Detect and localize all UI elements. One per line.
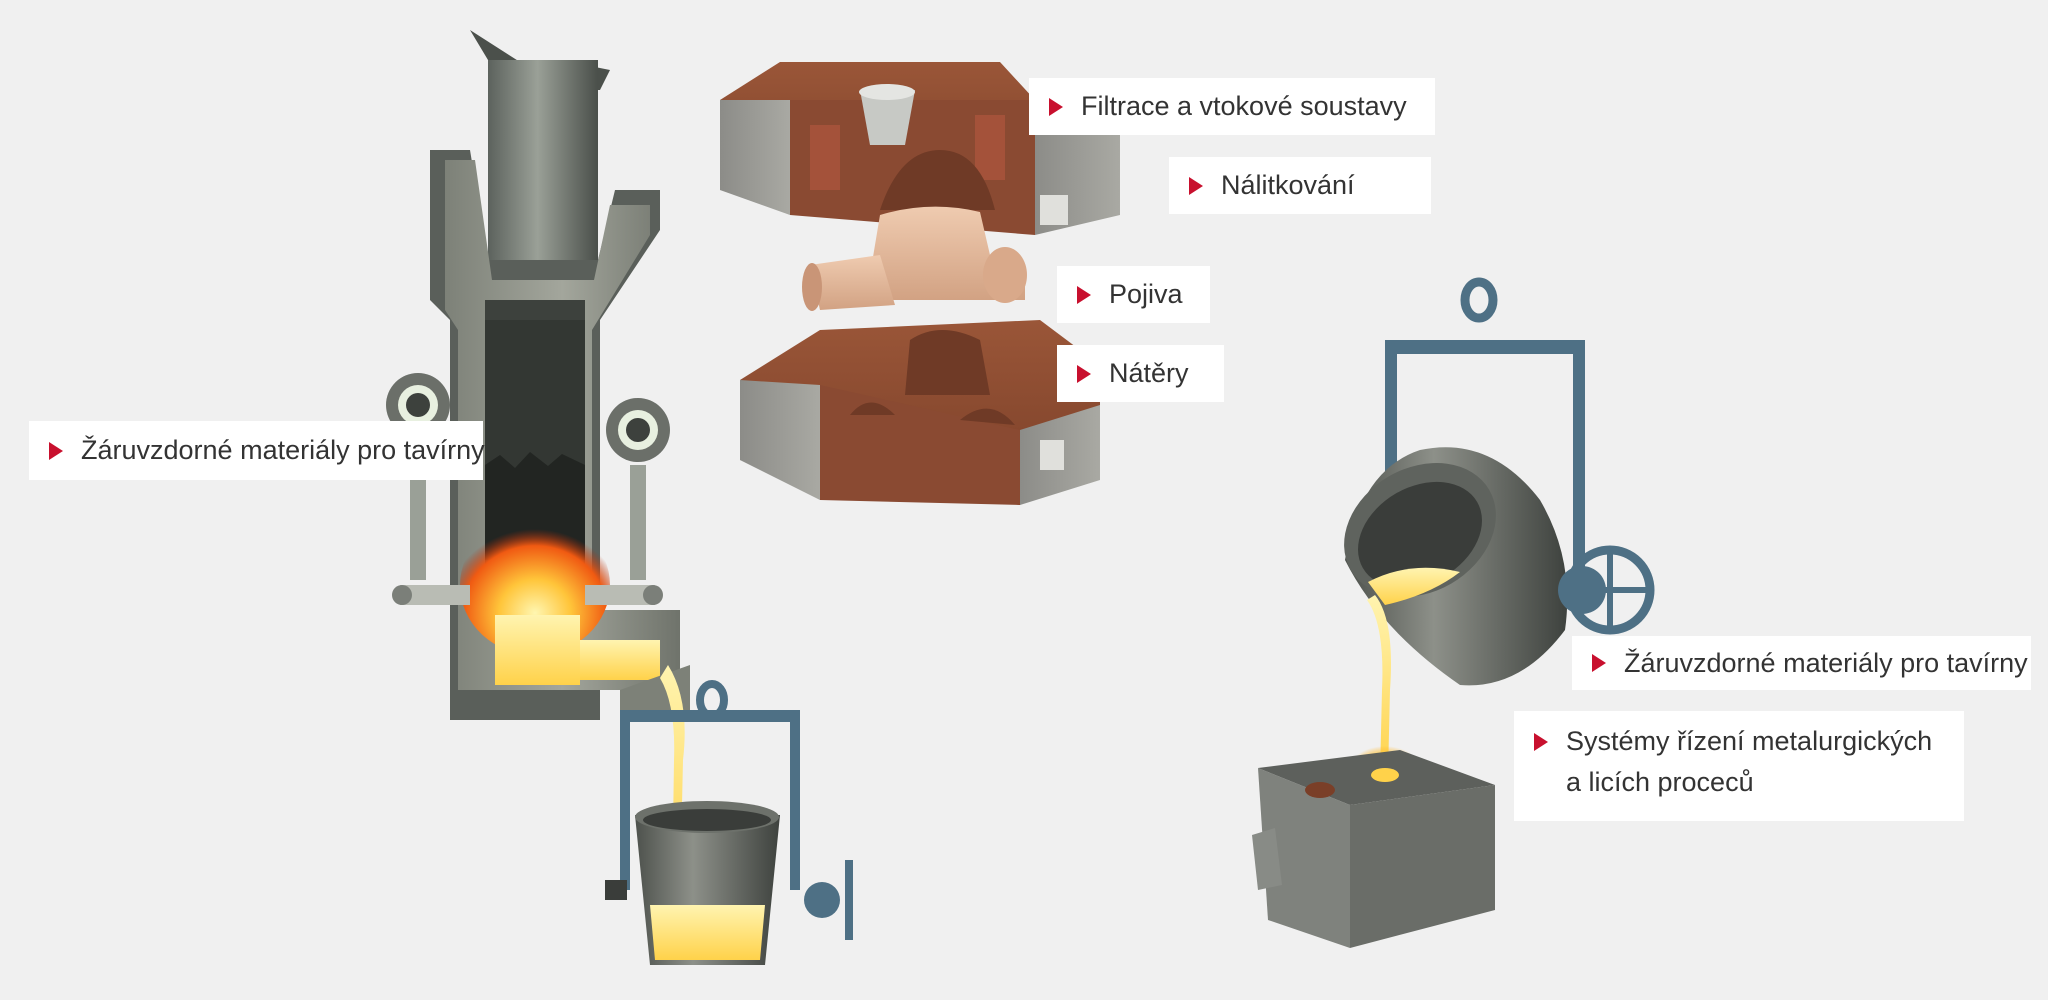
triangle-right-icon <box>1077 364 1091 383</box>
label-refractory-right: Žáruvzdorné materiály pro tavírny <box>1572 636 2031 690</box>
sand-core-icon <box>802 206 1027 311</box>
label-feeding: Nálitkování <box>1169 157 1431 214</box>
sand-mold-top-icon <box>720 62 1120 235</box>
label-coatings-text: Nátěry <box>1109 358 1189 388</box>
label-process-control: Systémy řízení metalurgických a licích p… <box>1514 711 1964 821</box>
molten-stream-right <box>1367 595 1391 775</box>
triangle-right-icon <box>1189 176 1203 195</box>
tilting-ladle-icon <box>1344 277 1655 686</box>
label-coatings: Nátěry <box>1057 345 1224 402</box>
triangle-right-icon <box>1077 285 1091 304</box>
triangle-right-icon <box>1534 733 1548 751</box>
triangle-right-icon <box>49 441 63 460</box>
label-binders: Pojiva <box>1057 266 1210 323</box>
label-refractory-left-text: Žáruvzdorné materiály pro tavírny <box>81 435 485 465</box>
label-process-control-text: Systémy řízení metalurgických a licích p… <box>1566 726 1933 797</box>
casting-ladle-icon <box>605 680 853 965</box>
label-filtration: Filtrace a vtokové soustavy <box>1029 78 1435 135</box>
mold-box-icon <box>1252 750 1495 948</box>
triangle-right-icon <box>1592 654 1606 672</box>
label-filtration-text: Filtrace a vtokové soustavy <box>1081 91 1407 121</box>
label-refractory-right-text: Žáruvzdorné materiály pro tavírny <box>1624 647 2028 678</box>
label-refractory-left: Žáruvzdorné materiály pro tavírny <box>29 421 485 480</box>
cupola-furnace-icon <box>386 30 690 720</box>
sand-mold-bottom-icon <box>740 320 1100 505</box>
label-feeding-text: Nálitkování <box>1221 170 1355 200</box>
triangle-right-icon <box>1049 97 1063 116</box>
label-binders-text: Pojiva <box>1109 279 1183 309</box>
